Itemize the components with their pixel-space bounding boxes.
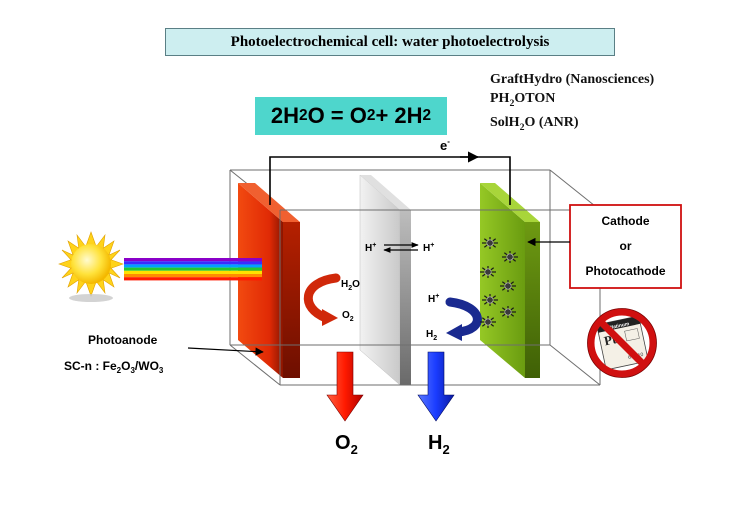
o2-output-arrow xyxy=(326,351,364,422)
cathode-reactant-label: H+ xyxy=(428,293,439,305)
title-box: Photoelectrochemical cell: water photoel… xyxy=(165,28,615,56)
project-item: GraftHydro (Nanosciences) xyxy=(490,72,655,87)
h2-output-label: H2 xyxy=(428,432,450,457)
anode-reactant-label: H2O xyxy=(341,279,360,292)
ion-exchange-arrows xyxy=(383,242,419,253)
platinum-label: Platinum xyxy=(608,321,630,331)
catalyst-molecule xyxy=(480,266,496,278)
photoanode-label: Photoanode xyxy=(88,333,158,347)
membrane-plate xyxy=(359,174,411,386)
photoanode-material-label: SC-n : Fe2O3/WO3 xyxy=(64,359,164,375)
catalyst-molecule xyxy=(482,294,498,306)
project-list: GraftHydro (Nanosciences) PH2OTON SolH2O… xyxy=(490,70,654,137)
catalyst-molecule xyxy=(500,306,516,318)
svg-text:Photocathode: Photocathode xyxy=(586,264,666,278)
catalyst-molecule xyxy=(502,251,518,263)
photoanode-pointer xyxy=(187,347,264,356)
project-item: SolH2O (ANR) xyxy=(490,114,579,133)
external-circuit-wire xyxy=(269,151,511,205)
svg-text:or: or xyxy=(620,239,632,253)
catalyst-molecule-icon xyxy=(480,237,518,328)
cathode-product-label: H2 xyxy=(426,329,437,342)
catalyst-molecule xyxy=(500,280,516,292)
cathode-reaction-arrow xyxy=(445,297,482,341)
membrane-right-label: H+ xyxy=(423,242,434,254)
svg-text:Cathode: Cathode xyxy=(602,214,650,228)
anode-reaction-arrow xyxy=(303,273,341,326)
prohibition-icon: Platinum Pt 6.4×10 xyxy=(587,308,657,378)
cathode-plate xyxy=(480,183,540,378)
catalyst-molecule xyxy=(482,237,498,249)
o2-output-label: O2 xyxy=(335,432,358,457)
cathode-label-box: Cathode or Photocathode xyxy=(569,204,682,289)
photoanode-plate xyxy=(238,183,300,378)
project-item: PH2OTON xyxy=(490,91,556,109)
light-beam-icon xyxy=(124,258,262,281)
catalyst-molecule xyxy=(480,316,496,328)
electron-label: e- xyxy=(440,137,450,153)
h2-output-arrow xyxy=(417,351,455,422)
page-title: Photoelectrochemical cell: water photoel… xyxy=(230,33,550,50)
sun-icon xyxy=(58,231,124,302)
membrane-left-label: H+ xyxy=(365,242,376,254)
anode-product-label: O2 xyxy=(342,310,354,323)
